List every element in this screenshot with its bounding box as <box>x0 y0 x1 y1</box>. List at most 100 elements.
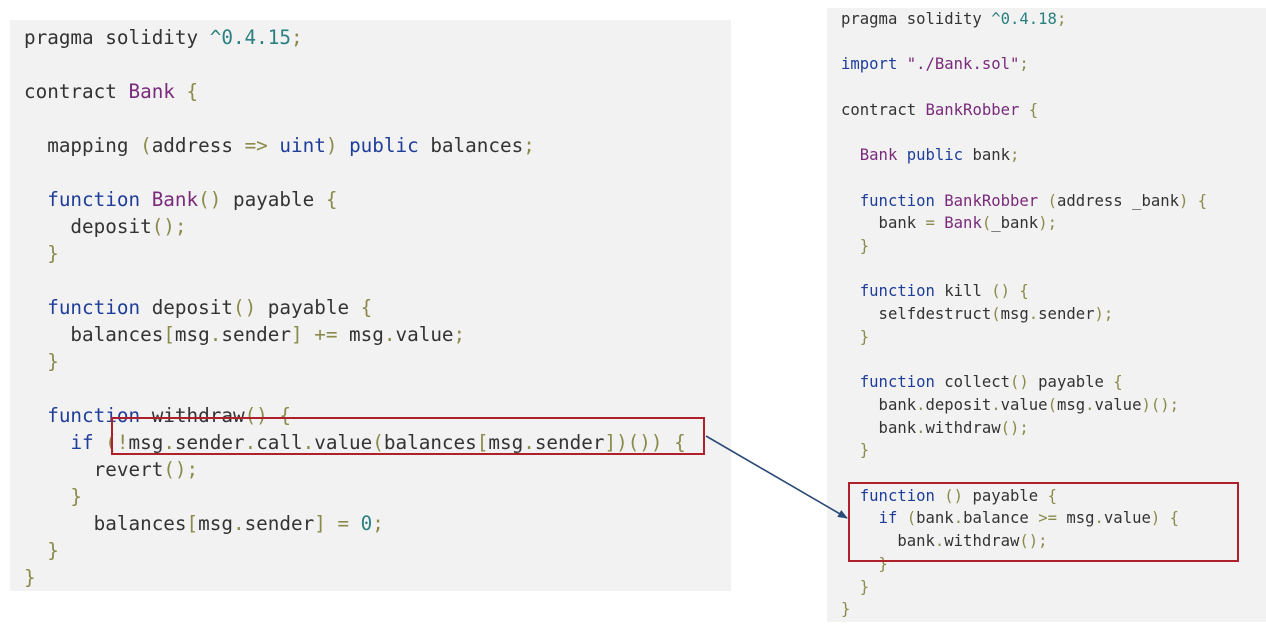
code-token: . <box>916 395 926 414</box>
code-token: (); <box>151 215 187 238</box>
code-token: . <box>991 395 1001 414</box>
code-line: if (bank.balance >= msg.value) { <box>841 509 1179 527</box>
code-token: ^0.4.18 <box>991 10 1057 28</box>
code-token: => <box>244 134 268 157</box>
code-token: function <box>859 191 935 210</box>
code-token: public <box>906 146 964 165</box>
code-token: ; <box>291 26 303 49</box>
code-token: { <box>1197 191 1208 210</box>
withdraw-call-highlight-box <box>111 417 705 455</box>
code-token: (); <box>1019 532 1048 551</box>
code-token: BankRobber <box>944 191 1039 210</box>
code-token: >= <box>1038 509 1057 528</box>
code-line: function deposit() payable { <box>24 296 372 319</box>
code-token: () <box>1010 373 1029 392</box>
code-token: address <box>151 134 245 157</box>
code-token: ] <box>314 512 326 535</box>
code-token: Bank <box>128 80 175 103</box>
code-token: () <box>944 486 964 505</box>
code-token: () <box>198 188 222 211</box>
code-token: ; <box>372 512 384 535</box>
code-token: . <box>209 323 222 346</box>
code-token: value <box>1094 395 1142 414</box>
code-token: public <box>349 134 419 157</box>
code-token: ) <box>1150 509 1161 528</box>
code-line: contract Bank { <box>24 80 198 103</box>
code-token: ); <box>1038 214 1057 233</box>
code-token: bank <box>963 146 1011 165</box>
code-line: deposit(); <box>24 215 187 238</box>
code-token: . <box>1094 509 1104 528</box>
code-token: bank <box>916 509 954 528</box>
code-token: msg <box>337 323 384 346</box>
code-line: } <box>841 578 869 596</box>
code-line: } <box>24 242 59 265</box>
code-token: address _bank <box>1056 191 1180 210</box>
code-token: () <box>244 404 268 427</box>
code-token: { <box>1113 373 1123 392</box>
code-token: { <box>360 296 373 319</box>
code-token: } <box>841 237 870 256</box>
code-token: sender <box>174 431 245 454</box>
code-token: balances <box>383 431 477 454</box>
code-token: ( <box>1047 191 1057 210</box>
code-token: msg <box>1056 395 1086 414</box>
code-token: } <box>24 350 59 373</box>
code-token: payable <box>1028 373 1114 392</box>
code-token: . <box>953 509 964 528</box>
code-line: function BankRobber (address _bank) { <box>841 192 1207 210</box>
code-token: )(); <box>1141 395 1180 414</box>
code-token: } <box>841 577 870 596</box>
code-token: ^0.4.15 <box>209 26 291 49</box>
code-token: ! <box>116 431 129 454</box>
code-token: } <box>24 539 59 562</box>
code-line: } <box>841 328 869 346</box>
code-line: selfdestruct(msg.sender); <box>841 305 1114 324</box>
code-line: bank = Bank(_bank); <box>841 214 1057 232</box>
code-token: function <box>47 404 141 427</box>
code-token: += <box>314 323 338 346</box>
code-token: } <box>24 242 59 265</box>
code-token: . <box>244 431 257 454</box>
code-token: Bank <box>859 146 898 165</box>
code-token: msg <box>1000 305 1029 324</box>
code-line: import "./Bank.sol"; <box>841 55 1029 73</box>
code-line: function () payable { <box>841 487 1057 505</box>
code-token: ; <box>1019 55 1029 74</box>
code-line: revert(); <box>24 458 199 481</box>
code-token: bank <box>841 395 917 414</box>
code-token: _bank <box>991 214 1039 233</box>
code-line: Bank public bank; <box>841 146 1020 165</box>
code-token: [ <box>186 512 199 535</box>
code-token: revert <box>24 458 164 481</box>
code-token: . <box>302 431 315 454</box>
code-token: value <box>1103 509 1151 528</box>
code-token: ] <box>291 323 303 346</box>
code-token: { <box>1019 282 1029 301</box>
code-line: } <box>841 441 869 459</box>
code-token: bank <box>841 532 935 551</box>
code-token: sender <box>534 431 605 454</box>
code-token: ); <box>1094 305 1114 324</box>
code-line: bank.deposit.value(msg.value)(); <box>841 396 1179 414</box>
code-token: contract <box>24 80 129 103</box>
arrow-line <box>705 435 848 519</box>
code-token: ( <box>1047 395 1057 414</box>
code-token: function <box>47 296 141 319</box>
code-token: . <box>232 512 245 535</box>
code-line: } <box>24 539 59 562</box>
code-token: msg <box>174 323 210 346</box>
code-line: pragma solidity ^0.4.15; <box>24 26 303 49</box>
code-token: Bank <box>151 188 199 211</box>
code-token: msg <box>198 512 233 535</box>
code-token: balance <box>963 509 1039 528</box>
code-token: BankRobber <box>925 100 1020 119</box>
code-token: payable <box>221 188 326 211</box>
code-token: balances <box>418 134 524 157</box>
code-line: pragma solidity ^0.4.18; <box>841 10 1066 28</box>
code-token: . <box>934 532 945 551</box>
code-line: balances[msg.sender] += msg.value; <box>24 323 465 346</box>
code-token: () <box>232 296 257 319</box>
code-token: uint <box>279 134 326 157</box>
